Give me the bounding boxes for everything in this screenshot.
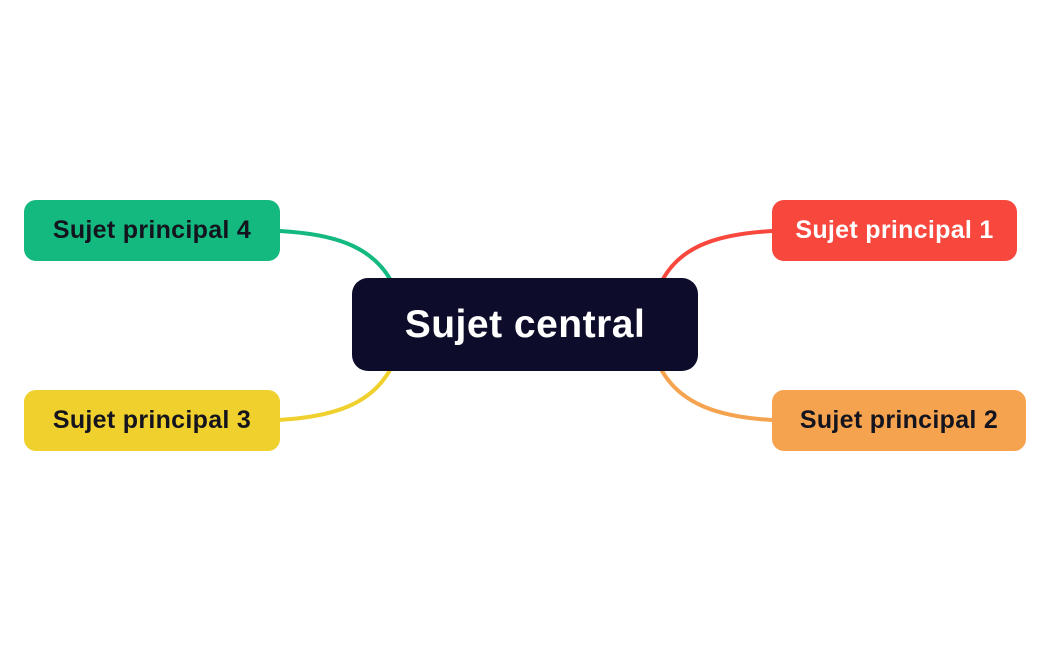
branch-node-3-label: Sujet principal 3: [52, 406, 252, 434]
central-node-label: Sujet central: [404, 302, 646, 346]
branch-node-2[interactable]: Sujet principal 2: [772, 390, 1026, 451]
branch-node-1-label: Sujet principal 1: [795, 216, 994, 244]
branch-node-4-label: Sujet principal 4: [52, 216, 252, 244]
connector-branch-4: [278, 229, 392, 281]
branch-node-2-label: Sujet principal 2: [799, 406, 999, 434]
central-node[interactable]: Sujet central: [352, 278, 698, 371]
connector-branch-3: [276, 368, 392, 422]
branch-node-1[interactable]: Sujet principal 1: [772, 200, 1017, 261]
branch-node-4[interactable]: Sujet principal 4: [24, 200, 280, 261]
connector-branch-1: [661, 229, 774, 281]
branch-node-3[interactable]: Sujet principal 3: [24, 390, 280, 451]
connector-branch-2: [660, 369, 774, 422]
